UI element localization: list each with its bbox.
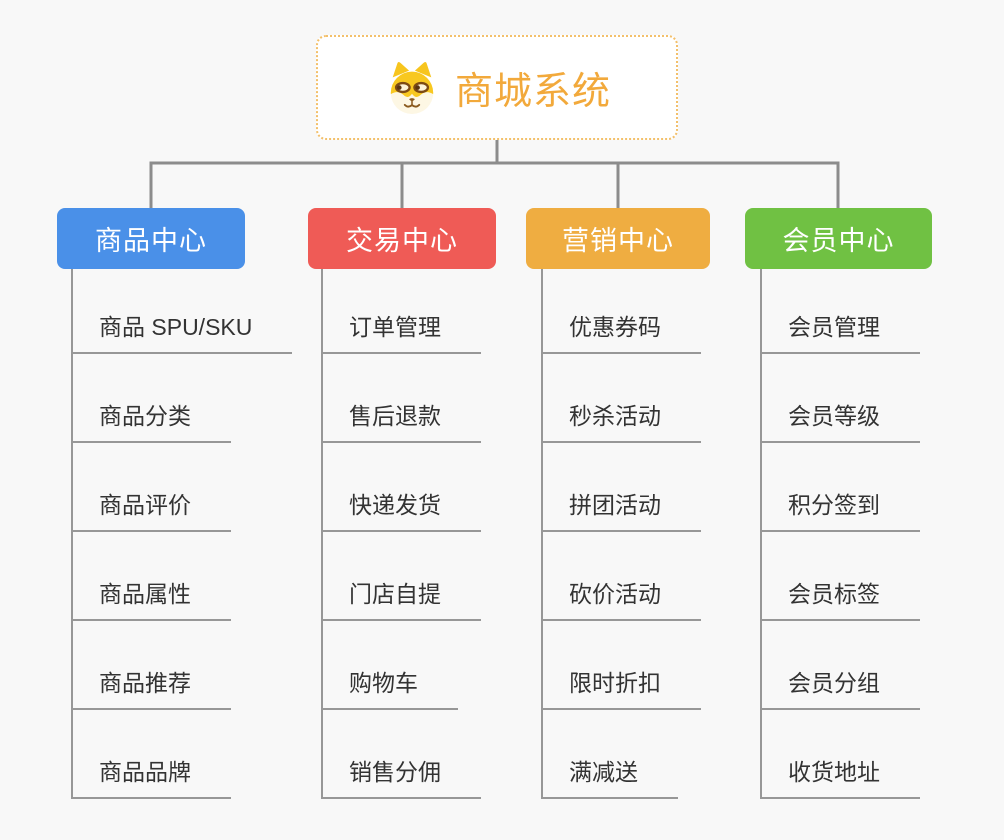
leaf-node[interactable]: 会员分组 — [760, 668, 920, 710]
leaf-node[interactable]: 商品品牌 — [71, 757, 231, 799]
leaf-node[interactable]: 销售分佣 — [321, 757, 481, 799]
leaf-node[interactable]: 商品评价 — [71, 490, 231, 532]
shiba-dog-icon — [390, 61, 434, 114]
leaf-node[interactable]: 商品属性 — [71, 579, 231, 621]
leaf-node[interactable]: 秒杀活动 — [541, 401, 701, 443]
root-node-mall-system[interactable]: 商城系统 — [316, 35, 678, 140]
branch-node-label: 商品中心 — [95, 226, 207, 256]
leaf-node[interactable]: 积分签到 — [760, 490, 920, 532]
leaf-node[interactable]: 会员等级 — [760, 401, 920, 443]
branch-trunk-line — [541, 269, 543, 799]
leaf-node[interactable]: 订单管理 — [321, 312, 481, 354]
leaf-node[interactable]: 购物车 — [321, 668, 458, 710]
leaf-node[interactable]: 收货地址 — [760, 757, 920, 799]
branch-node-product-center[interactable]: 商品中心 — [57, 208, 245, 269]
leaf-node[interactable]: 售后退款 — [321, 401, 481, 443]
branch-node-label: 交易中心 — [346, 226, 458, 256]
branch-trunk-line — [71, 269, 73, 799]
branch-node-marketing-center[interactable]: 营销中心 — [526, 208, 710, 269]
branch-node-trade-center[interactable]: 交易中心 — [308, 208, 496, 269]
leaf-node[interactable]: 门店自提 — [321, 579, 481, 621]
leaf-node[interactable]: 砍价活动 — [541, 579, 701, 621]
leaf-node[interactable]: 会员标签 — [760, 579, 920, 621]
leaf-node[interactable]: 商品 SPU/SKU — [71, 312, 293, 354]
leaf-node[interactable]: 拼团活动 — [541, 490, 701, 532]
branch-trunk-line — [760, 269, 762, 799]
root-node-title: 商城系统 — [454, 71, 611, 113]
branch-node-label: 营销中心 — [562, 226, 674, 256]
branch-trunk-line — [321, 269, 323, 799]
leaf-node[interactable]: 快递发货 — [321, 490, 481, 532]
leaf-node[interactable]: 商品分类 — [71, 401, 231, 443]
branch-node-member-center[interactable]: 会员中心 — [745, 208, 932, 269]
leaf-node[interactable]: 限时折扣 — [541, 668, 701, 710]
leaf-node[interactable]: 商品推荐 — [71, 668, 231, 710]
leaf-node[interactable]: 优惠券码 — [541, 312, 701, 354]
branch-node-label: 会员中心 — [782, 226, 895, 256]
leaf-node[interactable]: 满减送 — [541, 757, 678, 799]
leaf-node[interactable]: 会员管理 — [760, 312, 920, 354]
